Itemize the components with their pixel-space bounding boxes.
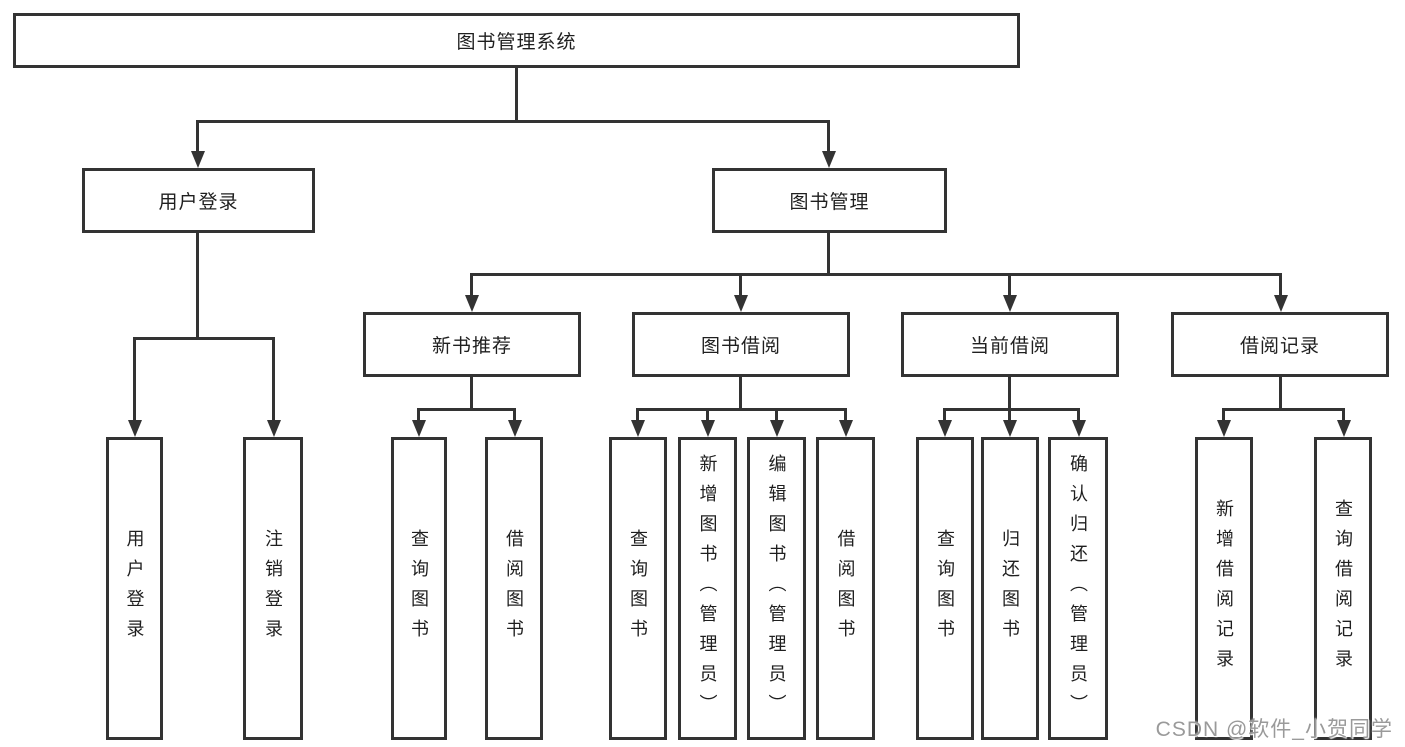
node-user-login: 用户登录 — [82, 168, 315, 233]
connector-to-current-borrow — [1008, 273, 1011, 296]
leaf-newbook-borrow-book-label: 借阅图书 — [504, 528, 524, 649]
node-new-book-recommend-label: 新书推荐 — [431, 336, 512, 357]
node-library-system-label: 图书管理系统 — [456, 32, 577, 53]
csdn-watermark: CSDN @软件_小贺同学 — [1155, 718, 1393, 741]
node-new-book-recommend: 新书推荐 — [363, 312, 581, 377]
connector-newbook-leaf2 — [513, 408, 516, 421]
connector-to-new-book — [470, 273, 473, 296]
leaf-add-book-admin-label: 新增图书（管理员） — [697, 453, 718, 724]
arrowhead-records-leaf2 — [1337, 420, 1351, 437]
connector-bookmgmt-stub — [827, 233, 830, 273]
node-borrow-records: 借阅记录 — [1171, 312, 1389, 377]
connector-level3-rail — [470, 273, 1282, 276]
node-current-borrow-label: 当前借阅 — [969, 336, 1050, 357]
connector-current-leaf2 — [1008, 408, 1011, 421]
arrowhead-current-leaf3 — [1072, 420, 1086, 437]
connector-to-book-management — [827, 120, 830, 152]
node-user-login-label: 用户登录 — [158, 192, 239, 213]
leaf-return-book-label: 归还图书 — [1000, 528, 1020, 649]
connector-borrow-leaf4 — [844, 408, 847, 421]
leaf-query-borrow-record-label: 查询借阅记录 — [1333, 498, 1353, 679]
leaf-edit-book-admin: 编辑图书（管理员） — [747, 437, 806, 740]
arrowhead-leaf-login — [128, 420, 142, 437]
node-book-management-label: 图书管理 — [789, 192, 870, 213]
connector-login-rail — [133, 337, 275, 340]
leaf-borrow-borrow-book-label: 借阅图书 — [835, 528, 856, 649]
connector-to-borrow-records — [1279, 273, 1282, 296]
arrowhead-newbook-leaf1 — [412, 420, 426, 437]
node-book-borrow-label: 图书借阅 — [700, 336, 781, 357]
arrowhead-user-login — [191, 151, 205, 168]
leaf-current-query-book: 查询图书 — [916, 437, 974, 740]
connector-records-leaf2 — [1342, 408, 1345, 421]
leaf-add-borrow-record: 新增借阅记录 — [1195, 437, 1253, 740]
leaf-logout-label: 注销登录 — [263, 528, 283, 649]
leaf-logout: 注销登录 — [243, 437, 303, 740]
arrowhead-leaf-logout — [267, 420, 281, 437]
arrowhead-book-borrow — [734, 295, 748, 312]
connector-newbook-stub — [470, 377, 473, 408]
leaf-confirm-return-admin: 确认归还（管理员） — [1048, 437, 1108, 740]
connector-current-stub — [1008, 377, 1011, 408]
connector-borrow-leaf2 — [706, 408, 709, 421]
leaf-confirm-return-admin-label: 确认归还（管理员） — [1068, 453, 1088, 724]
arrowhead-current-leaf1 — [938, 420, 952, 437]
leaf-newbook-borrow-book: 借阅图书 — [485, 437, 543, 740]
leaf-current-query-book-label: 查询图书 — [935, 528, 955, 649]
node-borrow-records-label: 借阅记录 — [1239, 336, 1320, 357]
node-library-system: 图书管理系统 — [13, 13, 1020, 68]
connector-level2-rail — [196, 120, 830, 123]
arrowhead-borrow-leaf2 — [701, 420, 715, 437]
connector-borrow-leaf3 — [775, 408, 778, 421]
connector-current-rail — [943, 408, 1080, 411]
arrowhead-borrow-records — [1274, 295, 1288, 312]
arrowhead-borrow-leaf3 — [770, 420, 784, 437]
connector-borrow-stub — [739, 377, 742, 408]
arrowhead-newbook-leaf2 — [508, 420, 522, 437]
arrowhead-current-borrow — [1003, 295, 1017, 312]
leaf-add-book-admin: 新增图书（管理员） — [678, 437, 737, 740]
connector-borrow-leaf1 — [636, 408, 639, 421]
node-book-borrow: 图书借阅 — [632, 312, 850, 377]
connector-to-leaf-logout — [272, 337, 275, 421]
leaf-newbook-query-book-label: 查询图书 — [409, 528, 429, 649]
leaf-add-borrow-record-label: 新增借阅记录 — [1214, 498, 1234, 679]
arrowhead-current-leaf2 — [1003, 420, 1017, 437]
connector-current-leaf1 — [943, 408, 946, 421]
leaf-user-login-label: 用户登录 — [124, 528, 145, 649]
node-book-management: 图书管理 — [712, 168, 947, 233]
connector-to-leaf-login — [133, 337, 136, 421]
leaf-borrow-query-book-label: 查询图书 — [628, 528, 648, 649]
connector-borrow-rail — [636, 408, 847, 411]
connector-to-user-login — [196, 120, 199, 152]
leaf-user-login: 用户登录 — [106, 437, 163, 740]
connector-records-leaf1 — [1222, 408, 1225, 421]
connector-current-leaf3 — [1077, 408, 1080, 421]
connector-records-rail — [1222, 408, 1345, 411]
connector-records-stub — [1279, 377, 1282, 408]
arrowhead-borrow-leaf4 — [839, 420, 853, 437]
leaf-return-book: 归还图书 — [981, 437, 1039, 740]
leaf-borrow-borrow-book: 借阅图书 — [816, 437, 875, 740]
connector-newbook-leaf1 — [417, 408, 420, 421]
leaf-borrow-query-book: 查询图书 — [609, 437, 667, 740]
arrowhead-book-management — [822, 151, 836, 168]
leaf-newbook-query-book: 查询图书 — [391, 437, 447, 740]
connector-root-stub — [515, 68, 518, 120]
connector-to-book-borrow — [739, 273, 742, 296]
arrowhead-new-book — [465, 295, 479, 312]
arrowhead-records-leaf1 — [1217, 420, 1231, 437]
arrowhead-borrow-leaf1 — [631, 420, 645, 437]
leaf-query-borrow-record: 查询借阅记录 — [1314, 437, 1372, 740]
connector-login-stub — [196, 233, 199, 337]
leaf-edit-book-admin-label: 编辑图书（管理员） — [766, 453, 787, 724]
connector-newbook-rail — [417, 408, 516, 411]
node-current-borrow: 当前借阅 — [901, 312, 1119, 377]
